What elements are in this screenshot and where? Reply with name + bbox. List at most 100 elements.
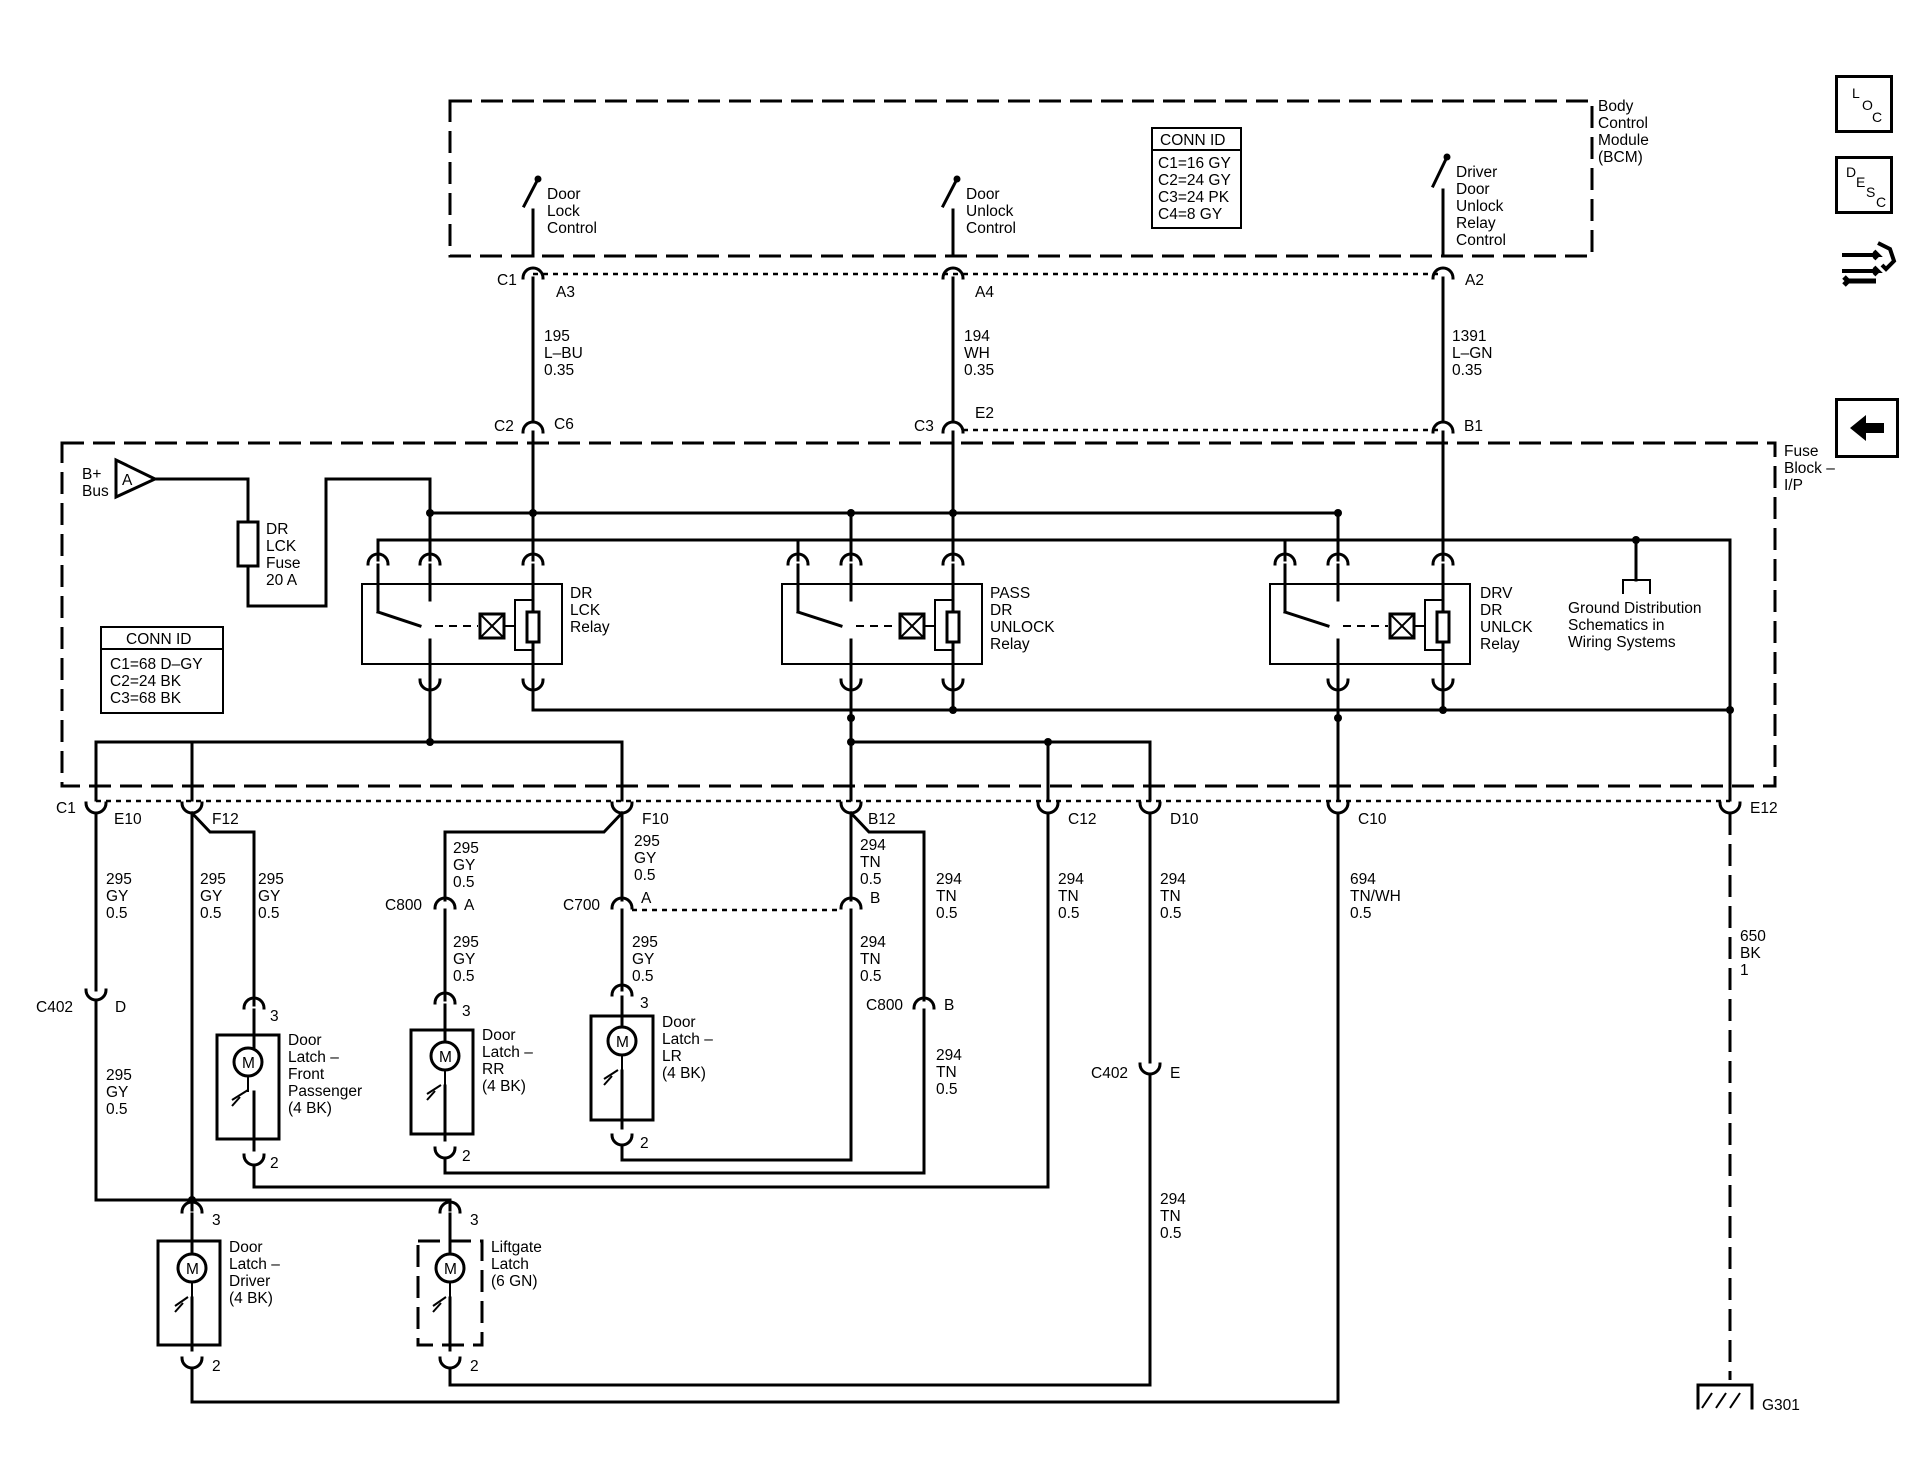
svg-text:1391: 1391	[1452, 328, 1486, 345]
svg-text:GY: GY	[258, 888, 280, 905]
svg-text:TN: TN	[860, 854, 881, 871]
description-button[interactable]: D E S C	[1835, 156, 1893, 214]
wire-e10: 295 GY 0.5 C402 D 295 GY 0.5	[36, 811, 452, 1212]
wires-bcm-to-fuse-block: 195 L–BU 0.35 194 WH 0.35 1391 L–GN 0.35	[531, 276, 1493, 422]
svg-text:Bus: Bus	[82, 483, 109, 500]
svg-text:195: 195	[544, 328, 570, 345]
wire-f12: 295 GY 0.5 295 GY 0.5	[189, 810, 284, 1212]
svg-text:DRV: DRV	[1480, 585, 1513, 602]
svg-text:Ground Distribution: Ground Distribution	[1568, 600, 1702, 617]
wire-c10: 694 TN/WH 0.5	[1336, 811, 1401, 1404]
svg-text:C402: C402	[36, 999, 73, 1016]
svg-text:C800: C800	[866, 997, 903, 1014]
svg-text:TN: TN	[936, 888, 957, 905]
svg-text:D10: D10	[1170, 811, 1199, 828]
svg-text:UNLCK: UNLCK	[1480, 619, 1533, 636]
wire-f10: 295 GY 0.5 295 GY 0.5	[443, 810, 660, 902]
fuse-block-inlet-pins: C2 C6 C3 E2 B1	[494, 405, 1483, 435]
svg-text:Fuse: Fuse	[266, 555, 300, 572]
svg-text:294: 294	[860, 837, 886, 854]
desc-letter-c: C	[1876, 194, 1887, 210]
svg-text:Passenger: Passenger	[288, 1083, 362, 1100]
svg-text:Door: Door	[662, 1014, 696, 1031]
switch-door-lock-control: Door Lock Control	[521, 175, 597, 258]
svg-text:BK: BK	[1740, 945, 1761, 962]
svg-text:Latch –: Latch –	[229, 1256, 280, 1273]
svg-text:TN: TN	[1160, 888, 1181, 905]
svg-text:F12: F12	[212, 811, 239, 828]
svg-text:295: 295	[106, 871, 132, 888]
svg-text:Body: Body	[1598, 98, 1634, 115]
connector-wrench-icon-graphic	[1842, 241, 1897, 287]
svg-text:TN: TN	[1160, 1208, 1181, 1225]
svg-text:DR: DR	[266, 521, 288, 538]
svg-text:Control: Control	[1456, 232, 1506, 249]
svg-text:B: B	[870, 890, 880, 907]
svg-text:294: 294	[860, 934, 886, 951]
svg-text:DR: DR	[570, 585, 592, 602]
svg-text:Wiring Systems: Wiring Systems	[1568, 634, 1676, 651]
svg-text:M: M	[616, 1034, 629, 1051]
svg-text:3: 3	[640, 995, 649, 1012]
svg-text:2: 2	[212, 1358, 221, 1375]
loc-letter-l: L	[1852, 85, 1860, 101]
svg-text:A3: A3	[556, 284, 575, 301]
svg-text:B+: B+	[82, 466, 101, 483]
svg-text:2: 2	[470, 1358, 479, 1375]
svg-text:Module: Module	[1598, 132, 1649, 149]
svg-text:GY: GY	[634, 850, 656, 867]
svg-text:C4=8 GY: C4=8 GY	[1158, 206, 1222, 223]
svg-text:0.5: 0.5	[106, 905, 128, 922]
svg-text:694: 694	[1350, 871, 1376, 888]
svg-text:E2: E2	[975, 405, 994, 422]
svg-text:M: M	[439, 1049, 452, 1066]
svg-text:0.5: 0.5	[1160, 905, 1182, 922]
fuse-block-bottom-pins: C1 E10 F12 F10 B12 C12 D10 C10 E12	[56, 799, 1778, 828]
svg-text:WH: WH	[964, 345, 990, 362]
switch-door-unlock-control: Door Unlock Control	[940, 175, 1016, 258]
connector-wrench-icon[interactable]	[1838, 235, 1898, 295]
svg-text:Door: Door	[966, 186, 1000, 203]
desc-letter-e: E	[1856, 174, 1866, 190]
svg-text:Fuse: Fuse	[1784, 443, 1818, 460]
svg-text:A2: A2	[1465, 272, 1484, 289]
svg-text:Relay: Relay	[570, 619, 610, 636]
bcm-conn-id-table: CONN ID C1=16 GY C2=24 GY C3=24 PK C4=8 …	[1151, 127, 1242, 229]
svg-text:I/P: I/P	[1784, 477, 1803, 494]
wire-d10: 294 TN 0.5 C402 E 294 TN 0.5	[1091, 811, 1186, 1387]
svg-text:M: M	[444, 1261, 457, 1278]
svg-text:Relay: Relay	[990, 636, 1030, 653]
svg-text:TN/WH: TN/WH	[1350, 888, 1401, 905]
svg-text:A4: A4	[975, 284, 994, 301]
svg-text:E12: E12	[1750, 800, 1778, 817]
svg-text:Latch: Latch	[491, 1256, 529, 1273]
svg-text:LR: LR	[662, 1048, 682, 1065]
svg-text:E: E	[1170, 1065, 1180, 1082]
svg-text:RR: RR	[482, 1061, 504, 1078]
svg-text:Control: Control	[547, 220, 597, 237]
desc-letter-s: S	[1866, 184, 1876, 200]
svg-text:D: D	[115, 999, 126, 1016]
svg-text:C800: C800	[385, 897, 422, 914]
svg-text:(4 BK): (4 BK)	[662, 1065, 706, 1082]
svg-text:0.35: 0.35	[1452, 362, 1482, 379]
svg-text:Latch –: Latch –	[288, 1049, 339, 1066]
loc-letter-o: O	[1862, 97, 1873, 113]
back-button[interactable]	[1835, 398, 1899, 458]
svg-text:GY: GY	[106, 1084, 128, 1101]
svg-text:(BCM): (BCM)	[1598, 149, 1643, 166]
location-button[interactable]: L O C	[1835, 75, 1893, 133]
svg-text:Latch –: Latch –	[662, 1031, 713, 1048]
relay-output-wiring	[94, 681, 1734, 802]
ground-distribution-symbol: Ground Distribution Schematics in Wiring…	[1568, 579, 1702, 651]
svg-text:Door: Door	[547, 186, 581, 203]
relay-pass-dr-unlock: PASS DR UNLOCK Relay	[781, 552, 1055, 692]
svg-text:0.5: 0.5	[200, 905, 222, 922]
fuse-block-conn-id-table: CONN ID C1=68 D–GY C2=24 BK C3=68 BK	[100, 626, 224, 714]
svg-text:0.5: 0.5	[453, 968, 475, 985]
svg-text:Liftgate: Liftgate	[491, 1239, 542, 1256]
loc-letter-c: C	[1872, 109, 1883, 125]
svg-text:20 A: 20 A	[266, 572, 298, 589]
bcm-title: Body Control Module (BCM)	[1598, 98, 1649, 166]
connector-c800-c700: C800 A 295 GY 0.5 C700 A 295 GY 0.5 B	[385, 890, 880, 1002]
